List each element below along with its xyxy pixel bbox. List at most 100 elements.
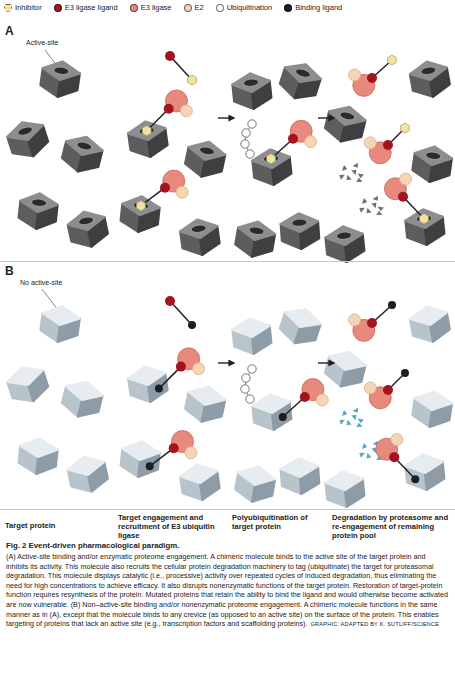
target-protein bbox=[324, 224, 365, 263]
target-protein bbox=[404, 452, 445, 491]
inhibitor bbox=[388, 55, 397, 65]
inhibitor bbox=[401, 123, 410, 133]
panel-illustration bbox=[4, 289, 453, 509]
target-protein bbox=[277, 58, 324, 104]
target-protein bbox=[251, 147, 292, 186]
protein-face bbox=[280, 457, 319, 478]
e2-enzyme bbox=[176, 186, 188, 198]
target-protein bbox=[234, 463, 277, 505]
protein-fragment bbox=[351, 170, 356, 176]
active-site bbox=[420, 66, 436, 76]
e3-ligase-ligand bbox=[367, 73, 377, 83]
e2-enzyme bbox=[185, 447, 197, 459]
inhibitor bbox=[420, 214, 429, 224]
legend-item: E3 ligase ligand bbox=[54, 3, 118, 12]
protein-face bbox=[231, 71, 270, 94]
protein-face bbox=[41, 59, 81, 83]
target-protein bbox=[127, 119, 169, 160]
binding-ligand bbox=[401, 369, 409, 377]
protein-fragment bbox=[351, 415, 356, 421]
ubiquitin bbox=[242, 129, 250, 137]
target-protein bbox=[18, 191, 59, 230]
legend-swatch bbox=[4, 4, 12, 12]
protein-face bbox=[327, 102, 368, 129]
protein-fragment bbox=[353, 163, 358, 168]
protein-face bbox=[251, 392, 290, 415]
step-arrow bbox=[318, 362, 334, 363]
protein-face bbox=[231, 316, 270, 339]
protein-fragment bbox=[378, 207, 384, 212]
target-protein bbox=[280, 212, 320, 250]
active-site bbox=[336, 231, 352, 240]
protein-face bbox=[237, 218, 277, 243]
protein-fragment bbox=[367, 453, 372, 459]
panel-subtitle: Active-site bbox=[26, 39, 58, 46]
inhibitor bbox=[142, 126, 151, 136]
ubiquitin bbox=[246, 150, 254, 158]
protein-face bbox=[121, 194, 160, 217]
figure-caption: (A) Active-site binding and/or enzymatic… bbox=[6, 552, 448, 628]
target-protein bbox=[60, 377, 105, 421]
active-site bbox=[243, 78, 259, 87]
legend-swatch bbox=[130, 4, 138, 12]
panel-subtitle: No active-site bbox=[20, 279, 62, 286]
protein-fragment bbox=[359, 453, 365, 458]
column-label: Target protein bbox=[5, 521, 95, 530]
target-protein bbox=[179, 462, 221, 503]
protein-fragment bbox=[356, 178, 362, 182]
protein-face bbox=[66, 208, 106, 234]
caption-paragraph: (A) Active-site binding and/or enzymatic… bbox=[6, 552, 449, 630]
protein-face bbox=[66, 453, 106, 479]
protein-face bbox=[324, 224, 363, 247]
e3-ligase-ligand bbox=[164, 104, 174, 114]
target-protein bbox=[39, 304, 81, 345]
target-protein bbox=[323, 102, 368, 146]
legend-item: Binding ligand bbox=[284, 3, 342, 12]
target-protein bbox=[411, 144, 453, 185]
protein-face bbox=[4, 361, 45, 390]
protein-face bbox=[408, 58, 448, 83]
protein-face bbox=[121, 439, 160, 462]
e2-enzyme bbox=[400, 173, 412, 185]
protein-face bbox=[280, 212, 319, 233]
e2-enzyme bbox=[193, 363, 205, 375]
protein-fragment bbox=[358, 419, 364, 424]
e3-ligase-ligand bbox=[398, 192, 408, 202]
active-site bbox=[295, 67, 311, 78]
target-protein bbox=[4, 361, 51, 407]
protein-face bbox=[179, 462, 219, 486]
protein-fragment bbox=[342, 410, 347, 416]
e3-ligase-ligand bbox=[383, 385, 393, 395]
legend-text: Ubiquitination bbox=[227, 3, 272, 12]
panel-letter: A bbox=[5, 24, 14, 38]
legend-swatch bbox=[54, 4, 62, 12]
active-site bbox=[17, 125, 33, 136]
target-protein bbox=[66, 453, 110, 496]
active-site bbox=[292, 219, 307, 227]
column-label: Target engagement and recruitment of E3 … bbox=[118, 513, 226, 540]
legend-item: E3 ligase bbox=[130, 3, 172, 12]
target-protein bbox=[66, 208, 110, 251]
active-site bbox=[416, 214, 432, 223]
e3-ligase-ligand bbox=[169, 443, 179, 453]
protein-fragment bbox=[371, 203, 376, 209]
binding-ligand bbox=[146, 462, 154, 470]
target-protein bbox=[277, 303, 324, 349]
target-protein bbox=[60, 132, 105, 176]
leader-line bbox=[42, 289, 58, 310]
protein-face bbox=[413, 389, 453, 413]
protein-fragment bbox=[356, 423, 362, 427]
active-site bbox=[425, 151, 441, 160]
e3-ligase-ligand bbox=[160, 183, 170, 193]
target-protein bbox=[120, 439, 161, 478]
protein-face bbox=[404, 452, 443, 475]
protein-face bbox=[327, 347, 368, 374]
protein-fragment bbox=[342, 165, 347, 171]
e3-ligase-ligand bbox=[288, 134, 298, 144]
legend-text: E3 ligase ligand bbox=[65, 3, 118, 12]
target-protein bbox=[231, 71, 272, 110]
legend: InhibitorE3 ligase ligandE3 ligaseE2Ubiq… bbox=[4, 3, 342, 12]
e2-enzyme bbox=[364, 137, 376, 149]
e3-ligase-ligand bbox=[300, 392, 310, 402]
target-protein bbox=[183, 383, 227, 426]
